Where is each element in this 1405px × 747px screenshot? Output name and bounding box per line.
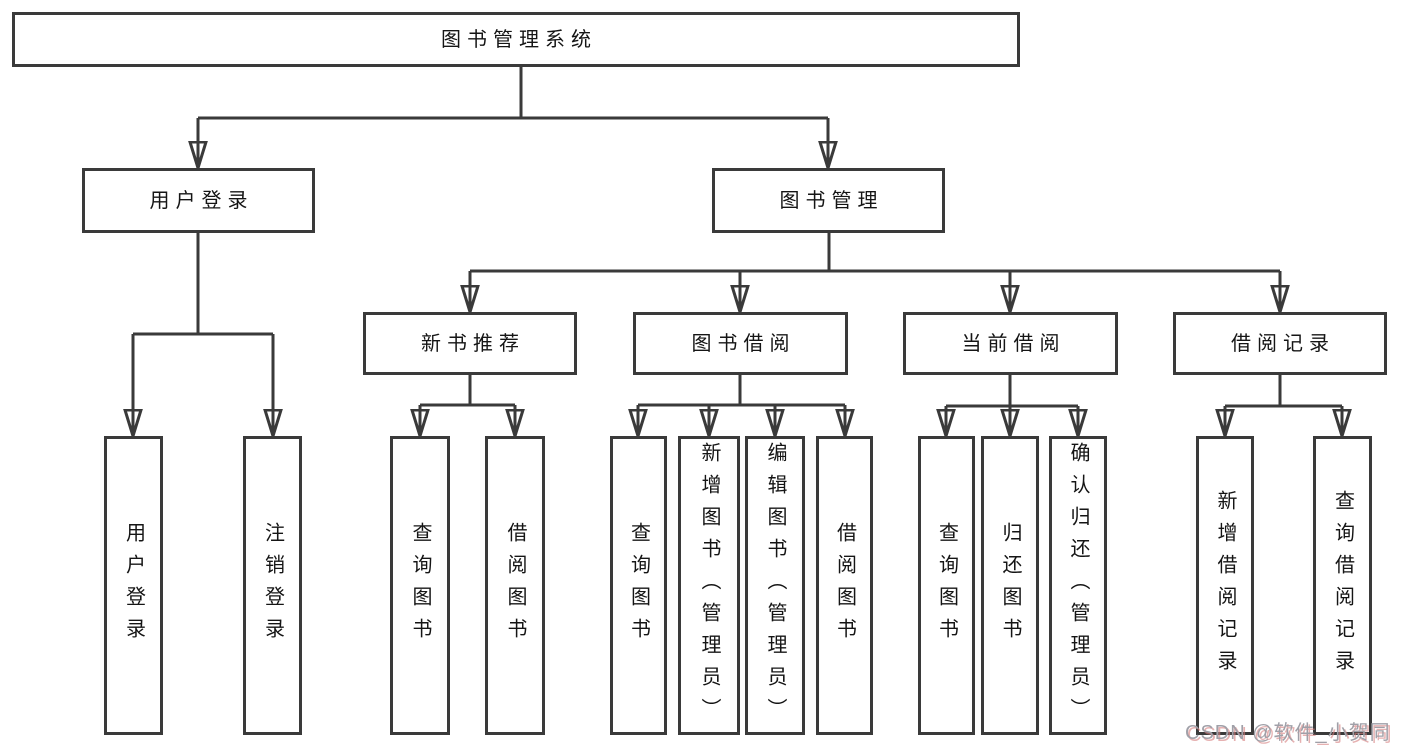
leaf-add-borrow-record: 新增借阅记录: [1196, 436, 1254, 735]
node-user-login: 用户登录: [82, 168, 315, 233]
node-root: 图书管理系统: [12, 12, 1020, 67]
edge-book-management-children: [470, 233, 1280, 312]
leaf-user-login: 用户登录: [104, 436, 163, 735]
node-borrow-record: 借阅记录: [1173, 312, 1387, 375]
edge-book-borrow-children: [638, 375, 845, 436]
edge-user-login-children: [133, 233, 273, 436]
leaf-return-book: 归还图书: [981, 436, 1039, 735]
edge-current-borrow-children: [946, 375, 1078, 436]
leaf-query-book-recommend: 查询图书: [390, 436, 450, 735]
leaf-borrow-book-recommend: 借阅图书: [485, 436, 545, 735]
leaf-add-book-admin: 新增图书（管理员）: [678, 436, 740, 735]
leaf-query-book-current: 查询图书: [918, 436, 975, 735]
edge-new-book-children: [420, 375, 515, 436]
edge-root-to-level2: [198, 67, 828, 168]
leaf-edit-book-admin: 编辑图书（管理员）: [745, 436, 805, 735]
leaf-confirm-return-admin: 确认归还（管理员）: [1049, 436, 1107, 735]
csdn-watermark: CSDN @软件_小贺同学: [1185, 722, 1391, 744]
node-book-management: 图书管理: [712, 168, 945, 233]
node-new-book-recommend: 新书推荐: [363, 312, 577, 375]
leaf-query-book-borrow: 查询图书: [610, 436, 667, 735]
leaf-query-borrow-record: 查询借阅记录: [1313, 436, 1372, 735]
edge-borrow-record-children: [1225, 375, 1342, 436]
node-current-borrow: 当前借阅: [903, 312, 1118, 375]
leaf-logout: 注销登录: [243, 436, 302, 735]
leaf-borrow-book: 借阅图书: [816, 436, 873, 735]
node-book-borrow: 图书借阅: [633, 312, 848, 375]
